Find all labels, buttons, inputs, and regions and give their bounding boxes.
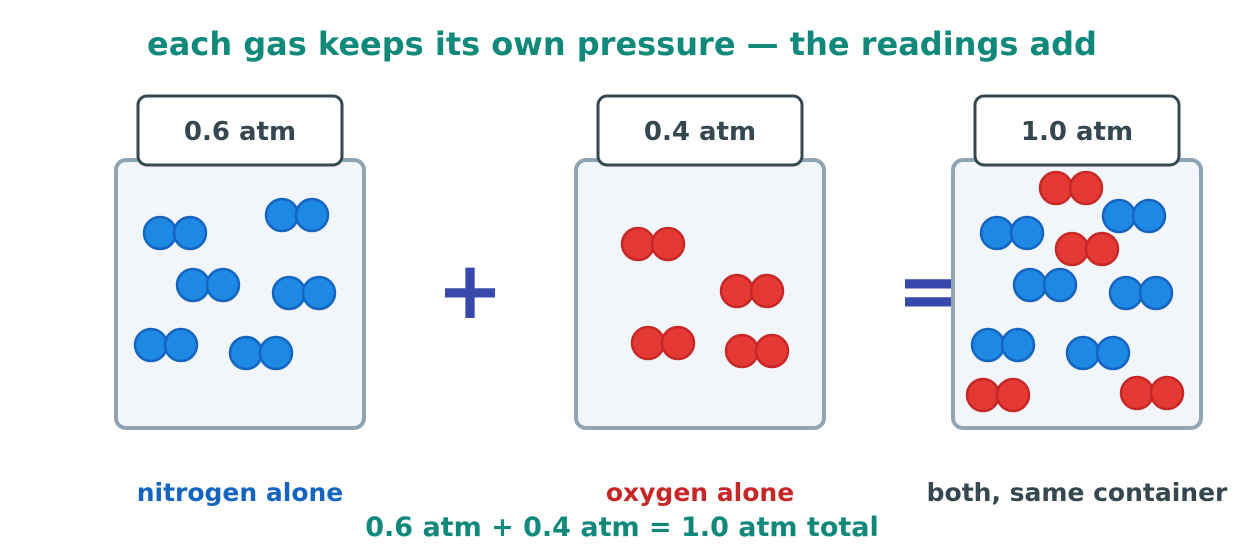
molecules: [133, 197, 337, 371]
nitrogen-atom: [1042, 267, 1078, 303]
container-caption: oxygen alone: [606, 478, 794, 507]
nitrogen-atom: [205, 267, 241, 303]
oxygen-molecule: [620, 226, 686, 262]
oxygen-atom: [650, 226, 686, 262]
nitrogen-molecule: [175, 267, 241, 303]
pressure-reading: 0.6 atm: [184, 117, 296, 147]
nitrogen-atom: [1138, 275, 1174, 311]
pressure-gauge: [136, 94, 344, 167]
nitrogen-molecule: [133, 327, 199, 363]
nitrogen-atom: [301, 275, 337, 311]
nitrogen-molecule: [1065, 335, 1131, 371]
oxygen-molecule: [965, 377, 1031, 413]
nitrogen-atom: [1108, 275, 1144, 311]
molecules: [620, 226, 790, 369]
nitrogen-molecule: [1012, 267, 1078, 303]
container-caption: nitrogen alone: [137, 478, 344, 507]
oxygen-atom: [719, 273, 755, 309]
nitrogen-atom: [1009, 215, 1045, 251]
nitrogen-atom: [175, 267, 211, 303]
oxygen-atom: [724, 333, 760, 369]
pressure-gauge: [973, 94, 1181, 167]
nitrogen-molecule: [271, 275, 337, 311]
pressure-gauge: [596, 94, 804, 167]
nitrogen-atom: [1012, 267, 1048, 303]
oxygen-atom: [995, 377, 1031, 413]
nitrogen-atom: [271, 275, 307, 311]
nitrogen-molecule: [970, 327, 1036, 363]
nitrogen-atom: [133, 327, 169, 363]
pressure-reading: 1.0 atm: [1021, 117, 1133, 147]
container-oxygen: 0.4 atm oxygen alone: [574, 94, 826, 507]
oxygen-molecule: [1119, 375, 1185, 411]
nitrogen-atom: [172, 215, 208, 251]
nitrogen-atom: [979, 215, 1015, 251]
oxygen-atom: [754, 333, 790, 369]
nitrogen-atom: [228, 335, 264, 371]
oxygen-atom: [1068, 170, 1104, 206]
plus-operator: +: [436, 244, 503, 337]
oxygen-atom: [630, 325, 666, 361]
oxygen-atom: [660, 325, 696, 361]
pressure-reading: 0.4 atm: [644, 117, 756, 147]
container-caption: both, same container: [927, 478, 1228, 507]
oxygen-atom: [965, 377, 1001, 413]
nitrogen-atom: [1095, 335, 1131, 371]
nitrogen-molecule: [1101, 198, 1167, 234]
oxygen-atom: [749, 273, 785, 309]
nitrogen-atom: [1131, 198, 1167, 234]
nitrogen-atom: [258, 335, 294, 371]
oxygen-atom: [1084, 231, 1120, 267]
oxygen-molecule: [1054, 231, 1120, 267]
container-mixture: 1.0 atm both, same container: [927, 94, 1228, 507]
nitrogen-molecule: [264, 197, 330, 233]
oxygen-molecule: [630, 325, 696, 361]
nitrogen-atom: [163, 327, 199, 363]
nitrogen-molecule: [979, 215, 1045, 251]
nitrogen-atom: [294, 197, 330, 233]
nitrogen-molecule: [228, 335, 294, 371]
nitrogen-atom: [264, 197, 300, 233]
container-nitrogen: 0.6 atm nitrogen alone: [114, 94, 366, 507]
nitrogen-atom: [1065, 335, 1101, 371]
nitrogen-atom: [1101, 198, 1137, 234]
oxygen-atom: [1119, 375, 1155, 411]
nitrogen-atom: [1000, 327, 1036, 363]
nitrogen-atom: [970, 327, 1006, 363]
nitrogen-atom: [142, 215, 178, 251]
oxygen-molecule: [719, 273, 785, 309]
container-box: [574, 158, 826, 430]
oxygen-molecule: [1038, 170, 1104, 206]
oxygen-atom: [1038, 170, 1074, 206]
oxygen-atom: [1054, 231, 1090, 267]
oxygen-atom: [620, 226, 656, 262]
nitrogen-molecule: [142, 215, 208, 251]
oxygen-molecule: [724, 333, 790, 369]
molecules: [965, 170, 1185, 413]
diagram-title: each gas keeps its own pressure — the re…: [147, 25, 1097, 63]
nitrogen-molecule: [1108, 275, 1174, 311]
oxygen-atom: [1149, 375, 1185, 411]
pressure-equation: 0.6 atm + 0.4 atm = 1.0 atm total: [365, 512, 879, 543]
